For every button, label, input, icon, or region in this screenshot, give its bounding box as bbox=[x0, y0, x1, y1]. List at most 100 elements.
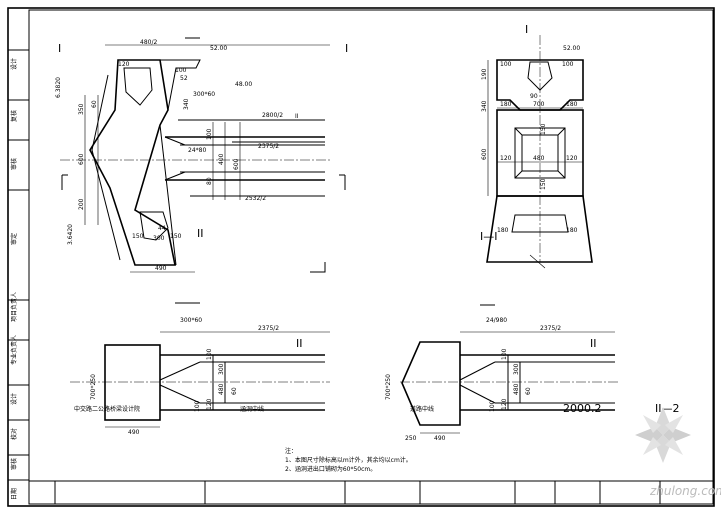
strip-label-6: 专业负责人 bbox=[10, 335, 18, 365]
pl-dim-100: 100 bbox=[206, 348, 213, 360]
pr-dim-120: 120 bbox=[501, 398, 508, 410]
pr-annot-2: 2000.2 bbox=[563, 402, 602, 415]
dim-top-width: 480/2 bbox=[140, 39, 157, 46]
dim-top-right2: 48.00 bbox=[235, 81, 252, 88]
sec-dim-90: 90 bbox=[530, 93, 538, 100]
dim-340: 340 bbox=[183, 98, 190, 110]
outer-frame bbox=[7, 7, 715, 507]
watermark-text: zhulong.com bbox=[649, 484, 721, 498]
wing-wall-outline bbox=[89, 59, 176, 266]
dim-120: 120 bbox=[118, 61, 130, 68]
dim-v-400: 400 bbox=[218, 153, 225, 165]
section-view: I 52.00 190 340 600 100 100 90 180 700 1… bbox=[480, 23, 593, 269]
corner-mark-l bbox=[61, 174, 68, 190]
sec-box-inner bbox=[514, 127, 566, 179]
dim-300: 300 bbox=[153, 235, 165, 242]
dim-haunch: 300*60 bbox=[193, 91, 215, 98]
notes-line-1: 1、本图尺寸除标高以m计外，其余均以cm计。 bbox=[285, 456, 412, 464]
pl-dim-side: 700*250 bbox=[90, 374, 97, 400]
pl-dim-120: 120 bbox=[206, 398, 213, 410]
bottom-title-block bbox=[29, 480, 713, 504]
dim-left-60: 60 bbox=[91, 100, 98, 108]
pl-wall-block bbox=[104, 344, 161, 421]
sec-dim-180d: 180 bbox=[566, 227, 578, 234]
notes: 注： 1、本图尺寸除标高以m计外，其余均以cm计。 2、涵洞进出口铺砌为60*5… bbox=[285, 447, 412, 473]
strip-label-1: 设计 bbox=[10, 58, 18, 70]
elevation-view: I I 480/2 52.00 48.00 300*60 2800/2 II 2… bbox=[55, 37, 348, 273]
strip-label-10: 日期 bbox=[10, 488, 18, 500]
sec-break bbox=[529, 254, 546, 269]
sec-dim-190: 190 bbox=[481, 68, 488, 80]
sec-mark-top: I bbox=[525, 23, 528, 36]
wing-left-line-2 bbox=[91, 149, 121, 261]
sec-dim-180b: 180 bbox=[566, 101, 578, 108]
dim-150b: 150 bbox=[170, 233, 182, 240]
pr-dim-bottom: 490 bbox=[434, 435, 446, 442]
sec-dim-150: 150 bbox=[540, 123, 547, 135]
wing-right-line bbox=[159, 124, 177, 266]
dim-v-80: 80 bbox=[206, 177, 213, 185]
sec-dim-180: 180 bbox=[500, 101, 512, 108]
sec-base-opening bbox=[511, 214, 569, 233]
pl-dim-100b: 100 bbox=[194, 400, 201, 412]
dim-v-100: 100 bbox=[206, 128, 213, 140]
wing-left-line bbox=[91, 74, 109, 151]
pr-dim-side: 700*250 bbox=[385, 374, 392, 400]
dim-top-right: 52.00 bbox=[210, 45, 227, 52]
pr-dim-dia: 250 bbox=[405, 435, 417, 442]
section-mark-left: I bbox=[58, 42, 61, 55]
headwall-top bbox=[160, 59, 201, 111]
sec-dim-150b: 150 bbox=[540, 178, 547, 190]
dim-44: 44 bbox=[158, 225, 166, 232]
dim-150: 150 bbox=[132, 233, 144, 240]
pr-dim-100: 100 bbox=[501, 348, 508, 360]
pr-dim-300: 300 bbox=[513, 363, 520, 375]
dim-left-200: 200 bbox=[78, 198, 85, 210]
pr-dim-60: 60 bbox=[525, 387, 532, 395]
sec-dim-120: 120 bbox=[500, 155, 512, 162]
corner-mark-br bbox=[310, 262, 326, 273]
plan-left: 300*60 2375/2 II 100 300 480 60 120 100 … bbox=[70, 302, 330, 436]
sec-dim-100: 100 bbox=[500, 61, 512, 68]
sec-dim-180c: 180 bbox=[497, 227, 509, 234]
pl-dim-haunch: 300*60 bbox=[180, 317, 202, 324]
pl-annot-2: 涵洞中线 bbox=[240, 405, 264, 413]
pl-dim-480: 480 bbox=[218, 383, 225, 395]
pl-dim-300: 300 bbox=[218, 363, 225, 375]
sec-base bbox=[486, 195, 593, 263]
dim-bottom-490: 490 bbox=[155, 265, 167, 272]
watermark-logo bbox=[635, 407, 691, 463]
pl-dim-bottom: 490 bbox=[128, 429, 140, 436]
sec-dim-340: 340 bbox=[481, 100, 488, 112]
inner-frame bbox=[28, 9, 714, 505]
pr-dim-box: 2375/2 bbox=[540, 325, 561, 332]
dim-52: 52 bbox=[180, 75, 188, 82]
sec-label: I—I bbox=[480, 230, 498, 243]
sec-opening-top bbox=[527, 61, 553, 91]
pl-dim-box: 2375/2 bbox=[258, 325, 279, 332]
dim-box-half2: 2375/2 bbox=[258, 143, 279, 150]
sec-dim-120b: 120 bbox=[566, 155, 578, 162]
strip-label-8: 校对 bbox=[10, 428, 18, 440]
opening-top bbox=[123, 67, 153, 106]
opening-bottom bbox=[139, 211, 169, 241]
notes-title: 注： bbox=[285, 447, 297, 455]
strip-label-3: 审核 bbox=[10, 158, 18, 170]
section-mark-bottom: II bbox=[197, 227, 204, 240]
strip-label-9: 审核 bbox=[10, 458, 18, 470]
strip-label-5: 项目负责人 bbox=[10, 292, 18, 322]
level-top: 6.3820 bbox=[55, 77, 62, 98]
level-bottom: 3.6420 bbox=[67, 224, 74, 245]
dim-haunch2: 24*80 bbox=[188, 147, 206, 154]
plan-right: 24/980 2375/2 II 100 300 480 60 120 100 … bbox=[385, 304, 680, 442]
pl-annot-1: 中交路二公路桥梁设计院 bbox=[74, 405, 140, 413]
pr-dim-100b: 100 bbox=[489, 400, 496, 412]
sec-dim-600: 600 bbox=[481, 148, 488, 160]
dim-v-600: 600 bbox=[233, 158, 240, 170]
dim-box-half3: 2532/2 bbox=[245, 195, 266, 202]
sec-dim-top: 52.00 bbox=[563, 45, 580, 52]
pr-annot-1: 道路中线 bbox=[410, 405, 434, 413]
dim-box-half: 2800/2 bbox=[262, 112, 283, 119]
mark-ii-top: II bbox=[295, 113, 299, 120]
